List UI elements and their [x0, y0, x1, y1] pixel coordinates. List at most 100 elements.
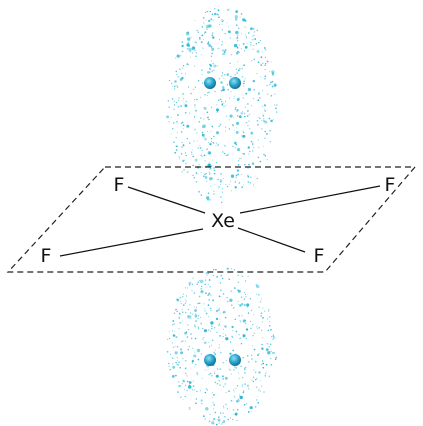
cloud-dot [211, 396, 213, 398]
cloud-dot [185, 367, 187, 369]
cloud-dot [204, 94, 206, 96]
cloud-dot [206, 196, 210, 200]
cloud-dot [169, 338, 171, 340]
cloud-dot [224, 32, 226, 35]
cloud-dot [178, 97, 180, 99]
cloud-dot [211, 177, 214, 180]
cloud-dot [212, 159, 214, 161]
cloud-dot [245, 338, 247, 340]
cloud-dot [234, 106, 237, 109]
cloud-dot [206, 42, 210, 45]
cloud-dot [225, 100, 227, 102]
cloud-dot [235, 30, 239, 35]
cloud-dot [247, 167, 249, 169]
cloud-dot [269, 343, 272, 346]
cloud-dot [238, 334, 240, 336]
cloud-dot [185, 384, 187, 386]
cloud-dot [258, 146, 260, 149]
cloud-dot [237, 173, 239, 176]
cloud-dot [262, 307, 264, 309]
cloud-dot [176, 54, 180, 58]
cloud-dot [207, 192, 210, 194]
cloud-dot [210, 294, 212, 296]
cloud-dot [233, 43, 238, 48]
bond-xe-f-bottom-left [59, 228, 204, 257]
cloud-dot [246, 43, 248, 44]
cloud-dot [270, 94, 273, 97]
cloud-dot [264, 310, 266, 312]
cloud-dot [210, 55, 212, 57]
cloud-dot [266, 158, 269, 161]
cloud-dot [204, 173, 206, 176]
cloud-dot [222, 375, 224, 378]
cloud-dot [216, 48, 218, 49]
cloud-dot [274, 104, 276, 106]
cloud-dot [168, 330, 170, 332]
cloud-dot [250, 27, 253, 30]
cloud-dot [258, 92, 260, 94]
cloud-dot [197, 281, 200, 284]
cloud-dot [250, 354, 253, 357]
cloud-dot [184, 152, 187, 154]
cloud-dot [217, 309, 220, 312]
cloud-dot [182, 124, 185, 127]
cloud-dot [223, 407, 225, 409]
cloud-dot [201, 69, 203, 71]
cloud-dot [248, 113, 251, 115]
cloud-dot [213, 173, 215, 175]
cloud-dot [198, 190, 200, 193]
cloud-dot [268, 316, 271, 318]
cloud-dot [235, 10, 239, 13]
cloud-dot [211, 421, 215, 425]
cloud-dot [202, 47, 204, 49]
cloud-dot [209, 63, 211, 66]
cloud-dot [194, 314, 198, 318]
cloud-dot [241, 135, 243, 137]
cloud-dot [236, 147, 241, 152]
cloud-dot [238, 115, 242, 119]
cloud-dot [175, 308, 177, 311]
cloud-dot [238, 51, 240, 53]
cloud-dot [243, 390, 245, 392]
cloud-dot [247, 147, 249, 149]
cloud-dot [200, 290, 204, 294]
cloud-dot [249, 127, 251, 130]
cloud-dot [247, 175, 250, 178]
cloud-dot [207, 151, 211, 155]
cloud-dot [198, 280, 200, 281]
cloud-dot [228, 128, 231, 130]
cloud-dot [270, 119, 273, 123]
cloud-dot [263, 153, 265, 156]
cloud-dot [173, 331, 175, 333]
cloud-dot [243, 403, 246, 406]
cloud-dot [264, 56, 266, 59]
cloud-dot [236, 51, 239, 55]
cloud-dot [184, 302, 187, 304]
cloud-dot [223, 105, 225, 108]
cloud-dot [241, 315, 243, 317]
cloud-dot [250, 131, 254, 135]
cloud-dot [193, 354, 197, 358]
cloud-dot [258, 353, 260, 355]
cloud-dot [236, 419, 238, 422]
cloud-dot [275, 356, 277, 359]
cloud-dot [209, 330, 212, 332]
cloud-dot [183, 103, 185, 105]
cloud-dot [219, 312, 221, 314]
cloud-dot [196, 373, 199, 376]
cloud-dot [207, 116, 209, 119]
cloud-dot [194, 109, 198, 112]
cloud-dot [222, 421, 224, 424]
cloud-dot [241, 33, 243, 35]
cloud-dot [236, 72, 238, 74]
cloud-dot [213, 418, 215, 420]
cloud-dot [269, 321, 271, 323]
cloud-dot [193, 140, 195, 142]
cloud-dot [237, 163, 240, 166]
cloud-dot [186, 124, 190, 128]
cloud-dot [242, 356, 245, 359]
cloud-dot [200, 399, 203, 402]
cloud-dot [203, 341, 207, 345]
cloud-dot [212, 402, 214, 404]
molecular-plane [6, 166, 417, 273]
